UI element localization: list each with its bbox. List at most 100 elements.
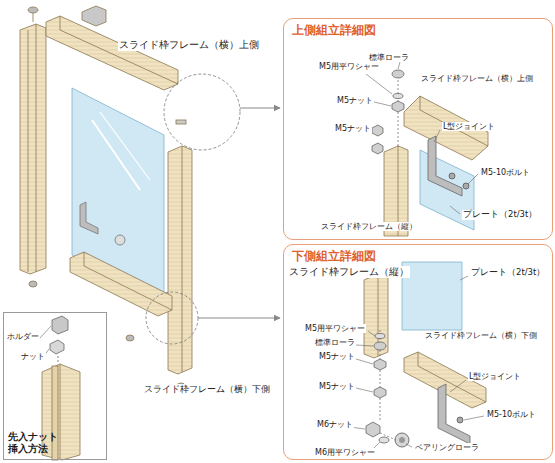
part-label: スライド枠フレーム（縦） xyxy=(320,222,418,231)
upper-detail-parts xyxy=(392,70,404,78)
leader-line xyxy=(356,359,373,364)
lower-detail-parts xyxy=(418,352,419,366)
lower-detail-parts xyxy=(379,437,389,443)
part-label: M5ナット xyxy=(336,96,374,105)
part-label: M5ナット xyxy=(318,382,356,391)
part-label: 標準ローラ xyxy=(368,53,410,62)
upper-detail-parts xyxy=(428,136,462,196)
leader-line xyxy=(450,206,460,214)
upper-detail-parts xyxy=(372,143,383,154)
panel-heading: 先入ナット挿入方法 xyxy=(8,431,61,455)
lower-detail-parts xyxy=(402,262,462,330)
upper-detail-parts xyxy=(398,76,399,150)
vertical-frame-left xyxy=(28,30,29,272)
leader-line xyxy=(356,345,373,346)
part-label: ナット xyxy=(20,352,46,361)
part-label: M5用平ワシャー xyxy=(318,62,380,71)
part-label: プレート（2t/3t） xyxy=(462,210,538,220)
leader-line xyxy=(406,444,412,447)
lower-detail-parts xyxy=(374,342,386,350)
lower-detail-parts xyxy=(374,387,386,398)
detail-arrow xyxy=(198,318,280,319)
part-label: スライド枠フレーム（縦） xyxy=(288,266,410,278)
panel-heading: 下側組立詳細図 xyxy=(292,249,376,263)
leader-line xyxy=(40,326,51,338)
glass-panel xyxy=(92,120,140,190)
leader-line xyxy=(368,331,375,336)
detail-circle xyxy=(146,74,240,344)
horizontal-frame-bottom xyxy=(84,252,85,266)
vertical-frame-right xyxy=(176,120,186,124)
glass-panel xyxy=(115,235,125,245)
detail-arrow xyxy=(240,108,280,109)
part-label: L型ジョイント xyxy=(442,122,496,131)
part-label: ベアリングローラ xyxy=(414,443,480,452)
vertical-frame-left xyxy=(20,24,46,274)
part-label: M5-10ボルト xyxy=(486,410,537,419)
upper-detail-parts xyxy=(420,96,421,110)
part-label: L型ジョイント xyxy=(468,372,522,381)
leader-line xyxy=(356,388,373,392)
horizontal-frame-bottom xyxy=(84,266,172,310)
upper-detail-parts xyxy=(393,94,403,99)
detail-circle xyxy=(164,74,240,150)
lower-detail-parts xyxy=(366,422,380,437)
lower-detail-parts xyxy=(399,437,405,443)
inset-frame xyxy=(60,364,61,460)
lower-detail-parts xyxy=(374,359,386,370)
inset-frame xyxy=(58,356,59,364)
lower-detail-parts xyxy=(457,417,463,423)
panel-heading: 上側組立詳細図 xyxy=(292,23,376,37)
part-label: ホルダー xyxy=(6,332,40,341)
leader-line xyxy=(468,174,478,184)
vertical-frame-left xyxy=(28,7,38,13)
part-label: M6ナット xyxy=(316,420,354,429)
vertical-frame-right xyxy=(168,120,192,389)
detail-panel: 上側組立詳細図 xyxy=(283,18,553,240)
glass-panel xyxy=(80,202,98,234)
part-label: M5ナット xyxy=(334,124,372,133)
lower-detail-parts xyxy=(380,433,396,440)
horizontal-frame-bottom xyxy=(70,252,172,316)
leader-line xyxy=(434,130,440,142)
horizontal-frame-top xyxy=(82,6,106,26)
lower-detail-parts xyxy=(395,433,409,447)
upper-detail-parts xyxy=(372,125,383,136)
vertical-frame-left xyxy=(20,7,46,287)
part-label: プレート（2t/3t） xyxy=(470,268,546,278)
part-label: M5ナット xyxy=(318,352,356,361)
upper-detail-parts xyxy=(449,173,455,179)
detail-arrow xyxy=(198,108,280,318)
horizontal-frame-top xyxy=(46,16,178,90)
detail-circle xyxy=(146,292,198,344)
vertical-frame-left xyxy=(29,281,37,287)
vertical-frame-left xyxy=(36,24,37,272)
leader-line xyxy=(366,74,392,94)
part-label: スライド枠フレーム（横）下側 xyxy=(424,331,538,340)
vertical-frame-left xyxy=(33,13,34,22)
leader-line xyxy=(398,62,400,69)
lower-detail-parts xyxy=(375,334,385,339)
vertical-frame-right xyxy=(168,146,192,374)
leader-line xyxy=(464,416,484,420)
inset-frame xyxy=(52,316,68,334)
lower-detail-parts xyxy=(364,262,486,447)
part-label: M6用平ワシャー xyxy=(314,448,376,457)
part-label: スライド枠フレーム（横）上側 xyxy=(118,40,260,51)
leader-line xyxy=(460,276,468,280)
lower-detail-parts xyxy=(438,384,470,444)
leader-line xyxy=(450,380,466,392)
horizontal-frame-bottom xyxy=(126,335,134,341)
inset-frame xyxy=(52,366,58,460)
inset-frame xyxy=(50,340,64,354)
part-label: 標準ローラ xyxy=(314,338,356,347)
part-label: スライド枠フレーム（横）下側 xyxy=(143,384,271,394)
part-label: スライド枠フレーム（横）上側 xyxy=(420,74,534,83)
horizontal-frame-top xyxy=(60,16,61,30)
part-label: M5-10ボルト xyxy=(480,168,531,177)
vertical-frame-right xyxy=(182,146,183,372)
part-label: M5用平ワシャー xyxy=(304,324,366,333)
horizontal-frame-top xyxy=(60,30,178,84)
upper-detail-parts xyxy=(392,101,404,112)
